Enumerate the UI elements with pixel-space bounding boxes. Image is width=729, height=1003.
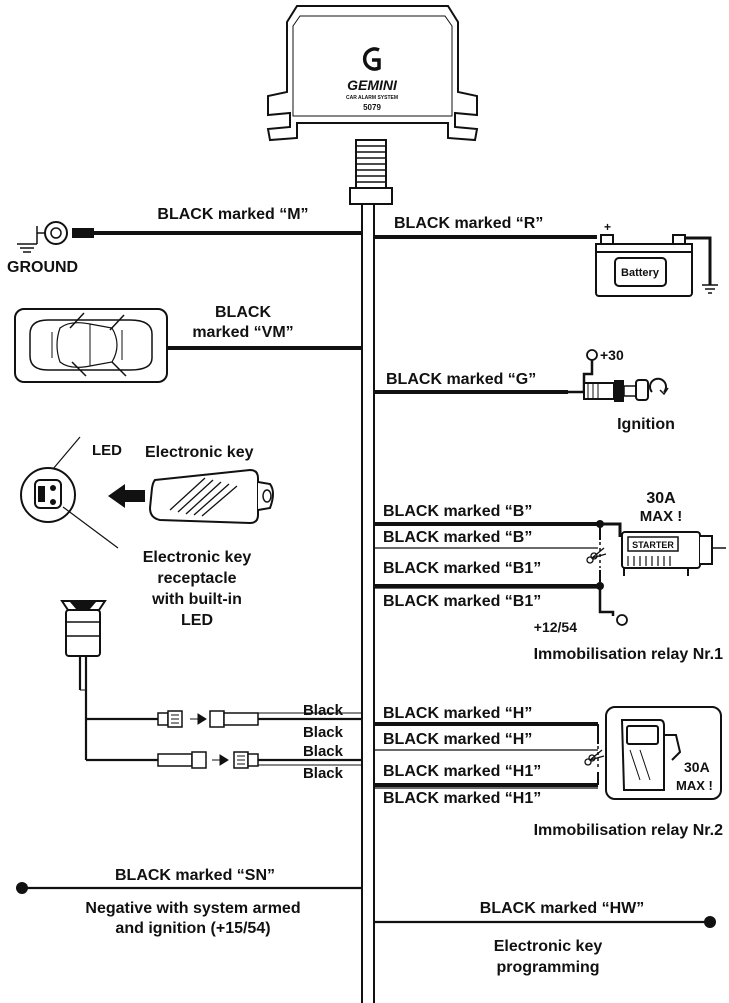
scissors-icon — [584, 749, 605, 766]
plus1254-label: +12/54 — [534, 619, 577, 635]
relay2-rating-line2: MAX ! — [676, 778, 713, 793]
relay2-wire-2: BLACK marked “H” — [383, 731, 532, 748]
receptacle-side-icon — [60, 600, 107, 657]
relay1-rating-line2: MAX ! — [640, 508, 683, 525]
sn-wire-label: BLACK marked “SN” — [115, 867, 275, 884]
battery-label: Battery — [621, 267, 660, 279]
relay1-title: Immobilisation relay Nr.1 — [534, 646, 724, 663]
relay1-wire-1: BLACK marked “B” — [383, 503, 532, 520]
relay2-title: Immobilisation relay Nr.2 — [534, 822, 724, 839]
relay2-rating-line1: 30A — [684, 759, 710, 775]
gemini-logo-icon — [362, 47, 381, 71]
relay1-wire-2: BLACK marked “B” — [383, 529, 532, 546]
connector-wire-3: Black — [303, 743, 344, 760]
connector-wire-1: Black — [303, 702, 344, 719]
model-number: 5079 — [363, 103, 381, 112]
hw-terminal-dot — [704, 916, 716, 928]
starter-label: STARTER — [632, 540, 674, 550]
control-unit: GEMINI CAR ALARM SYSTEM 5079 — [266, 5, 479, 142]
battery-ground-icon — [702, 284, 718, 294]
battery-wire-label: BLACK marked “R” — [394, 215, 543, 232]
relay2-wire-1: BLACK marked “H” — [383, 705, 532, 722]
battery-plus: + — [604, 220, 611, 234]
ground-wire — [17, 221, 362, 253]
receptacle-label-line2: receptacle — [157, 570, 236, 587]
cable-grommet — [349, 139, 393, 205]
connector-wire-4: Black — [303, 765, 344, 782]
relay2-wire-3: BLACK marked “H1” — [383, 763, 541, 780]
sn-desc-line1: Negative with system armed — [85, 900, 300, 917]
connector-pair-1-icon — [157, 710, 259, 728]
electronic-key-label: Electronic key — [145, 444, 254, 461]
relay1-wire-4: BLACK marked “B1” — [383, 593, 541, 610]
scissors-icon — [586, 547, 607, 564]
hw-desc-line1: Electronic key — [494, 938, 603, 955]
ignition-switch-icon — [568, 349, 669, 402]
sn-desc-line2: and ignition (+15/54) — [115, 920, 270, 937]
relay1-rating-line1: 30A — [646, 490, 676, 507]
insert-arrow-icon — [108, 484, 145, 508]
relay2-wire-4: BLACK marked “H1” — [383, 790, 541, 807]
hw-desc-line2: programming — [496, 959, 599, 976]
connector-wire-2: Black — [303, 724, 344, 741]
vm-wire-label-line1: BLACK — [215, 304, 271, 321]
fuel-pump-icon — [605, 706, 722, 800]
led-label: LED — [92, 442, 122, 459]
receptacle-label-line3: with built-in — [151, 591, 242, 608]
receptacle-label-line4: LED — [181, 612, 213, 629]
electronic-key-icon — [148, 468, 274, 525]
main-harness — [361, 204, 375, 1003]
key-receptacle-icon — [20, 467, 76, 523]
hw-wire-label: BLACK marked “HW” — [480, 900, 644, 917]
vm-wire-label-line2: marked “VM” — [192, 324, 293, 341]
ignition-wire-label: BLACK marked “G” — [386, 371, 536, 388]
battery-icon: Battery + — [595, 220, 693, 297]
ground-symbol-icon — [17, 226, 38, 253]
relay1-wire-3: BLACK marked “B1” — [383, 560, 541, 577]
starter-motor-icon: STARTER — [621, 531, 726, 576]
car-icon — [14, 308, 168, 383]
ground-wire-label: BLACK marked “M” — [157, 206, 308, 223]
connector-pair-2-icon — [157, 751, 259, 769]
ground-label: GROUND — [7, 259, 78, 276]
receptacle-label-line1: Electronic key — [143, 549, 252, 566]
brand-name: GEMINI — [347, 77, 398, 93]
plus30-label: +30 — [600, 347, 624, 363]
ignition-label: Ignition — [617, 416, 675, 433]
brand-subtitle: CAR ALARM SYSTEM — [346, 95, 398, 101]
sn-terminal-dot — [16, 882, 28, 894]
